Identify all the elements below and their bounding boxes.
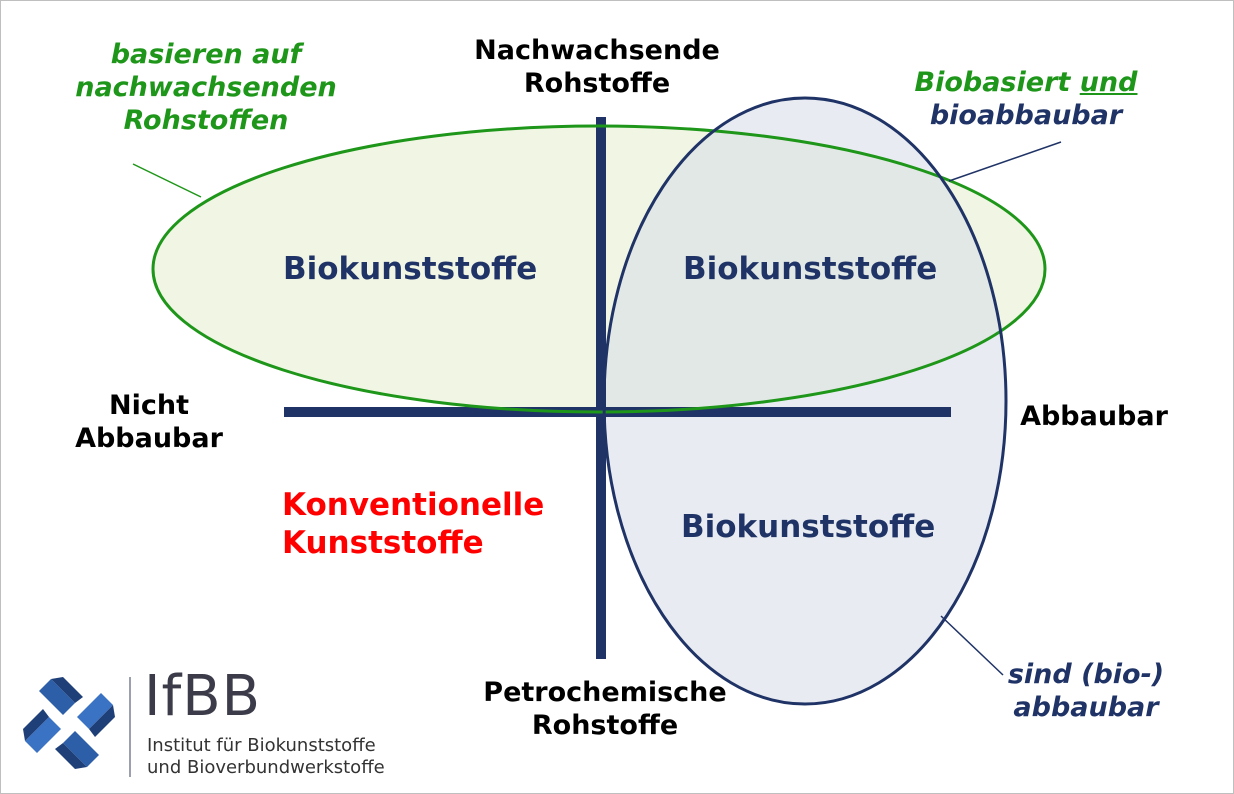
note-degradable: sind (bio-) abbaubar [1007,659,1165,723]
logo-divider [129,677,131,777]
axis-label-left: Nicht Abbaubar [75,390,223,454]
logo-institute-line1: Institut für Biokunststoffe [147,735,376,756]
region-label-conventional: Konventionelle Kunststoffe [282,487,545,561]
both-callout-line [948,141,1062,182]
renewable-callout-line [132,163,202,198]
biobased-ellipse-outline [151,124,1047,414]
note-biobased-and-degradable: Biobasiert und bioabbaubar [891,67,1161,133]
logo-institute-line2: und Bioverbundwerkstoffe [147,757,385,778]
region-label-biobased-degradable: Biokunststoffe [683,251,938,287]
degradable-ellipse [604,98,1006,704]
note-both-part1: Biobasiert [914,67,1080,98]
region-label-degradable: Biokunststoffe [681,509,936,545]
axis-label-right: Abbaubar [1020,401,1168,432]
note-both-underlined: und [1079,67,1138,98]
logo-wordmark: IfBB [144,664,262,729]
degradable-ellipse-outline [602,96,1008,706]
note-both-part3: bioabbaubar [929,99,1123,131]
degradable-callout-line [940,615,1004,676]
axis-label-top: Nachwachsende Rohstoffe [474,35,720,99]
axis-label-bottom: Petrochemische Rohstoffe [483,677,727,741]
ifbb-logo-mark-icon [23,677,115,769]
note-renewable: basieren auf nachwachsenden Rohstoffen [75,39,337,136]
region-label-biobased: Biokunststoffe [283,251,538,287]
